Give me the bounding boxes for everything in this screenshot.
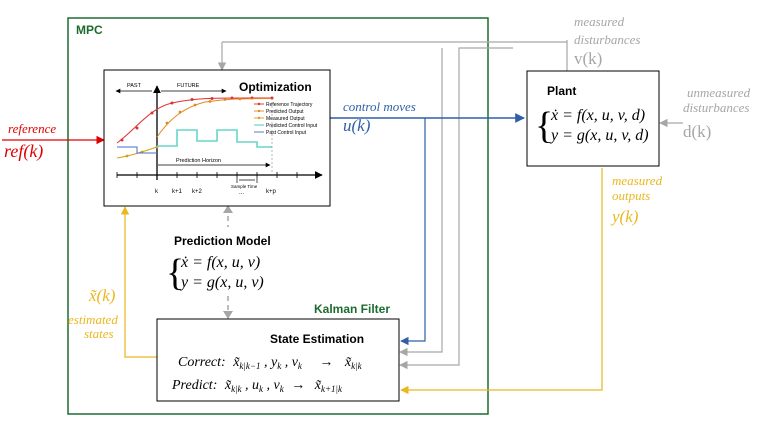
measured-output-curve	[116, 146, 158, 159]
tick-k: k	[155, 189, 159, 195]
plant-brace: {	[535, 105, 553, 147]
tick-kp: k+p	[266, 189, 277, 195]
mpc-title: MPC	[76, 23, 103, 37]
horizon-label: Prediction Horizon	[176, 158, 221, 164]
predicted-output-curve	[156, 98, 271, 138]
measured-output-line	[400, 168, 603, 395]
sample-time-label: Sample Time	[231, 184, 258, 189]
ellipsis-label: ...	[239, 190, 244, 196]
sample-time-marker	[236, 178, 258, 183]
unmeasured-disturbances-line1: unmeasured	[687, 85, 751, 100]
plot-ticks	[116, 172, 298, 178]
state-estimation-title: State Estimation	[270, 332, 364, 346]
plant-eq1: ẋ = f(x, u, v, d)	[550, 107, 645, 124]
svg-text:Past Control Input: Past Control Input	[266, 130, 307, 136]
svg-text:Measured Output: Measured Output	[266, 116, 305, 122]
control-moves-symbol: u(k)	[343, 116, 371, 135]
tick-k1: k+1	[172, 189, 183, 195]
prediction-model-brace: {	[166, 252, 184, 294]
arrow-down-icon	[223, 311, 233, 319]
control-to-kalman-line	[400, 118, 426, 346]
disturbance-to-kalman-inner-line	[399, 48, 443, 357]
mpc-box	[67, 17, 489, 415]
unmeasured-disturbances-symbol: d(k)	[683, 122, 711, 141]
svg-text:Reference Trajectory: Reference Trajectory	[266, 102, 313, 108]
measured-outputs-line1: measured	[612, 173, 663, 188]
correct-equation: Correct: x̃k|k−1 , yk , vk → x̃k|k	[178, 355, 363, 373]
unmeasured-disturbances-line2: disturbances	[683, 100, 749, 115]
prediction-model-title: Prediction Model	[174, 234, 271, 248]
tick-k2: k+2	[192, 189, 203, 195]
measured-outputs-symbol: y(k)	[610, 207, 639, 226]
reference-label: reference	[8, 121, 56, 136]
prediction-model-eq2: y = g(x, u, v)	[179, 274, 264, 291]
kalman-filter-label: Kalman Filter	[314, 302, 390, 316]
estimated-states-symbol: x̃(k)	[88, 286, 116, 305]
estimated-states-line1: estimated	[68, 312, 118, 327]
svg-text:Predicted Output: Predicted Output	[266, 109, 304, 115]
predicted-control-input	[157, 129, 272, 148]
state-estimation-box	[156, 318, 400, 402]
plant-eq2: y = g(x, u, v, d)	[549, 127, 649, 144]
arrow-up-icon	[223, 205, 233, 213]
measured-disturbances-line1: measured	[574, 14, 625, 29]
svg-text:Predicted Control Input: Predicted Control Input	[266, 123, 318, 129]
plant-box	[526, 70, 660, 167]
control-moves-label: control moves	[343, 99, 416, 114]
predict-equation: Predict: x̃k|k , uk , vk → x̃k+1|k	[171, 378, 343, 396]
past-label: PAST	[127, 83, 142, 89]
past-control-input	[117, 146, 157, 154]
prediction-model-eq1: ẋ = f(x, u, v)	[180, 254, 260, 271]
future-label: FUTURE	[177, 83, 200, 89]
plot-legend: Reference Trajectory Predicted Output Me…	[254, 102, 318, 136]
reference-symbol: ref(k)	[4, 141, 43, 162]
estimated-states-line	[120, 206, 157, 358]
optimization-title: Optimization	[239, 80, 312, 94]
disturbance-to-kalman-outer-line	[399, 47, 513, 370]
estimated-states-line2: states	[84, 326, 114, 341]
measured-disturbances-symbol: v(k)	[574, 49, 602, 68]
measured-disturbances-line2: disturbances	[574, 32, 640, 47]
measured-outputs-line2: outputs	[612, 188, 650, 203]
predicted-output-points	[165, 97, 242, 125]
plant-title: Plant	[547, 84, 576, 98]
